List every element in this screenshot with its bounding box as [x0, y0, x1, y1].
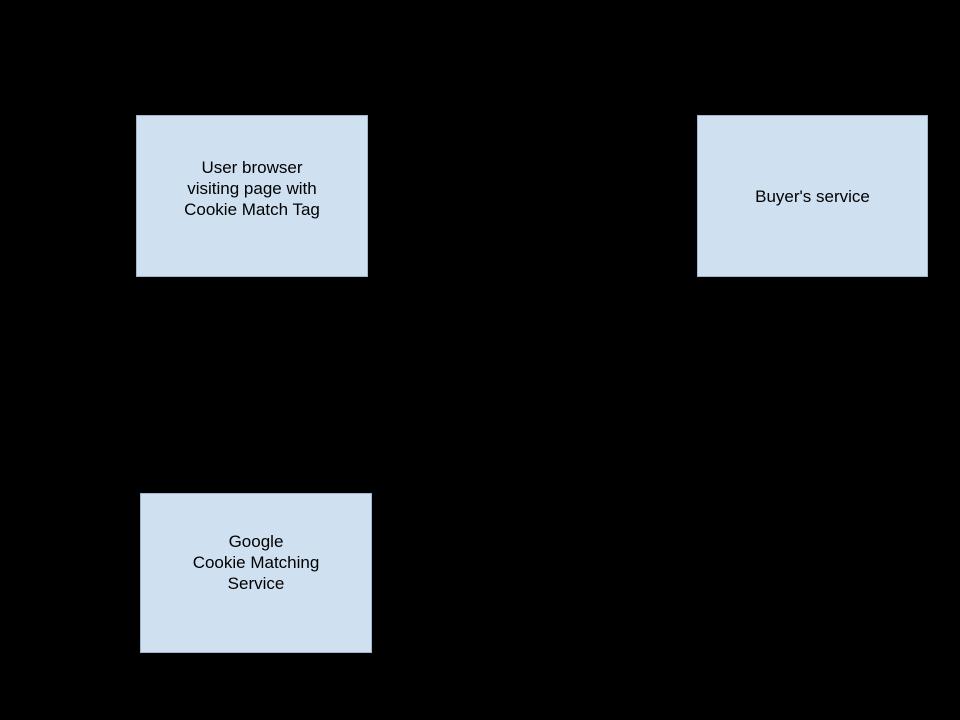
node-user-browser-label: User browser visiting page with Cookie M…	[184, 157, 320, 219]
node-buyers-service-label: Buyer's service	[755, 186, 870, 206]
connector-user-browser-to-google-cookie-matching-service	[253, 276, 257, 494]
node-user-browser[interactable]: User browser visiting page with Cookie M…	[136, 115, 368, 277]
node-google-cookie-matching-service-label: Google Cookie Matching Service	[192, 531, 320, 593]
node-google-cookie-matching-service[interactable]: Google Cookie Matching Service	[140, 493, 372, 653]
node-buyers-service[interactable]: Buyer's service	[697, 115, 928, 277]
